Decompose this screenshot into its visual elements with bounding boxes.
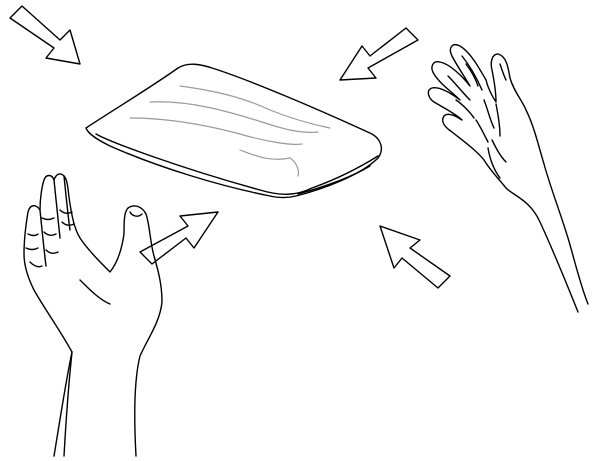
arrow-bottom-left-icon (140, 212, 218, 264)
arrow-top-right-icon (340, 28, 418, 80)
arrow-top-left-icon (10, 6, 80, 64)
arrow-bottom-right-icon (380, 226, 450, 288)
left-hand-icon (24, 174, 162, 456)
cold-pack-icon (86, 64, 381, 197)
right-hand-icon (428, 45, 588, 312)
